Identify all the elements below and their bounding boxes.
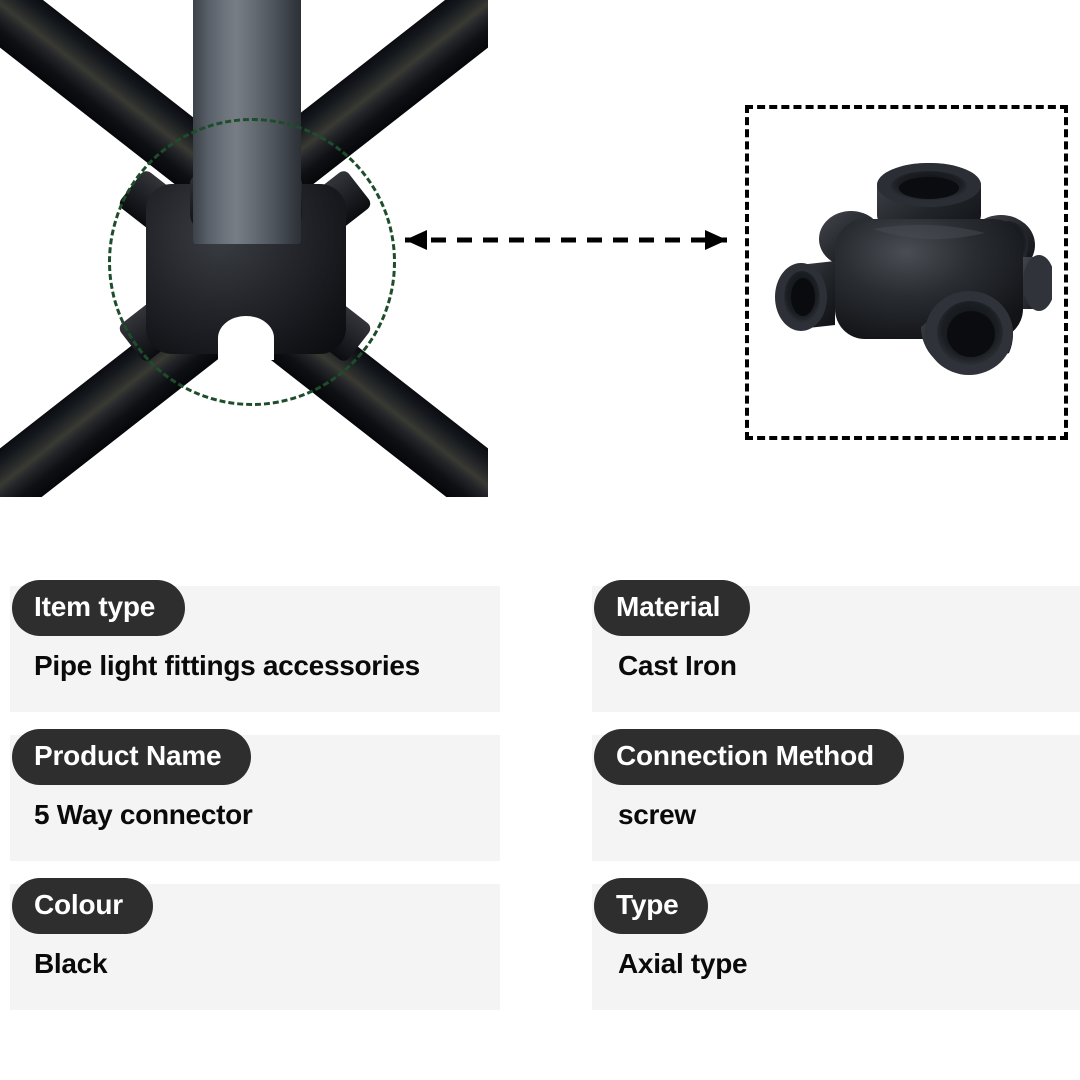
spec-card-product-name: Product Name 5 Way connector (10, 729, 500, 861)
product-photo-panel (0, 0, 488, 497)
spec-label-type: Type (594, 878, 709, 934)
spec-card-item-type: Item type Pipe light fittings accessorie… (10, 580, 500, 712)
spec-label-colour: Colour (12, 878, 154, 934)
spec-value-item-type: Pipe light fittings accessories (34, 650, 420, 681)
callout-arrow-icon (405, 230, 727, 250)
spec-value-product-name: 5 Way connector (34, 799, 253, 830)
spec-value-material: Cast Iron (618, 650, 737, 681)
spec-value-colour: Black (34, 948, 108, 979)
spec-card-type: Type Axial type (592, 878, 1080, 1010)
five-way-fitting-icon (775, 163, 1052, 375)
spec-value-type: Axial type (618, 948, 748, 979)
highlight-circle (108, 118, 396, 406)
spec-column-left: Item type Pipe light fittings accessorie… (10, 580, 510, 1033)
product-callout-box (745, 105, 1068, 440)
spec-card-material: Material Cast Iron (592, 580, 1080, 712)
spec-label-product-name: Product Name (12, 729, 252, 785)
spec-value-connection-method: screw (618, 799, 696, 830)
spec-label-connection-method: Connection Method (594, 729, 904, 785)
spec-card-connection-method: Connection Method screw (592, 729, 1080, 861)
spec-label-material: Material (594, 580, 751, 636)
spec-card-colour: Colour Black (10, 878, 500, 1010)
spec-label-item-type: Item type (12, 580, 186, 636)
spec-column-right: Material Cast Iron Connection Method scr… (592, 580, 1080, 1033)
